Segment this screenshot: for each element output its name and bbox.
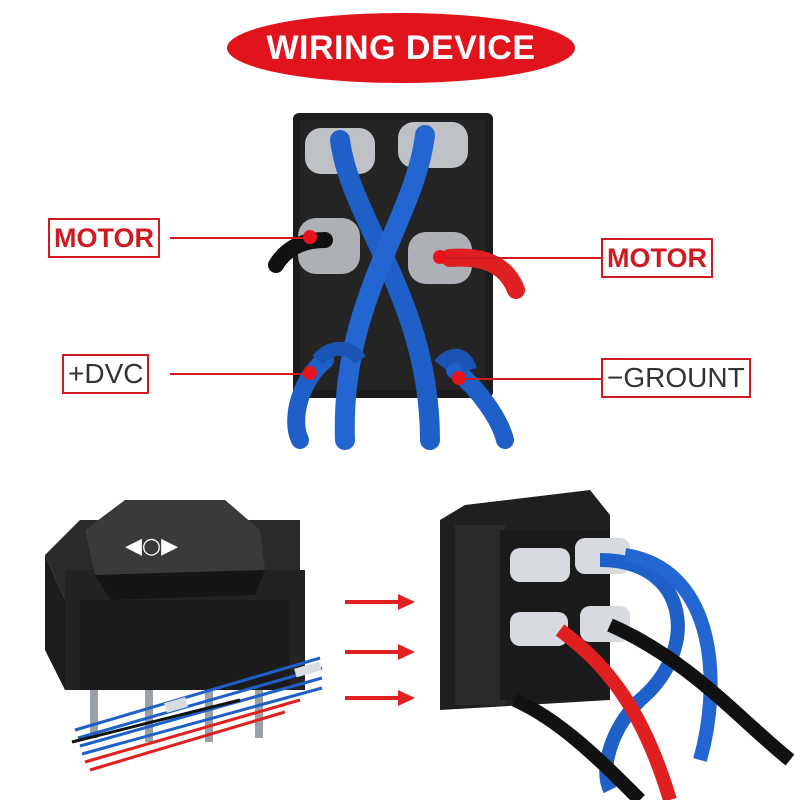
rocker-symbols: ◀○▶ [125, 534, 178, 559]
terminal-dot-motor-left [303, 230, 317, 244]
top-switch-photo [268, 110, 525, 450]
leader-motor-left [170, 237, 310, 239]
label-ground: −GROUNT [601, 358, 751, 398]
leader-ground [462, 378, 602, 380]
label-dvc: +DVC [62, 354, 150, 394]
terminal-dot-dvc [303, 366, 317, 380]
title-banner: WIRING DEVICE [227, 13, 575, 83]
page-title: WIRING DEVICE [266, 28, 536, 67]
rocker-switch-photo: ◀○▶ [45, 500, 323, 772]
terminal-dot-motor-right [433, 250, 447, 264]
label-motor-right: MOTOR [601, 238, 713, 278]
leader-dvc [170, 373, 310, 375]
terminal-dot-ground [452, 371, 466, 385]
label-motor-left: MOTOR [48, 218, 160, 258]
leader-motor-right [440, 257, 602, 259]
wired-switch-photo [440, 490, 795, 800]
arrows [345, 594, 415, 706]
